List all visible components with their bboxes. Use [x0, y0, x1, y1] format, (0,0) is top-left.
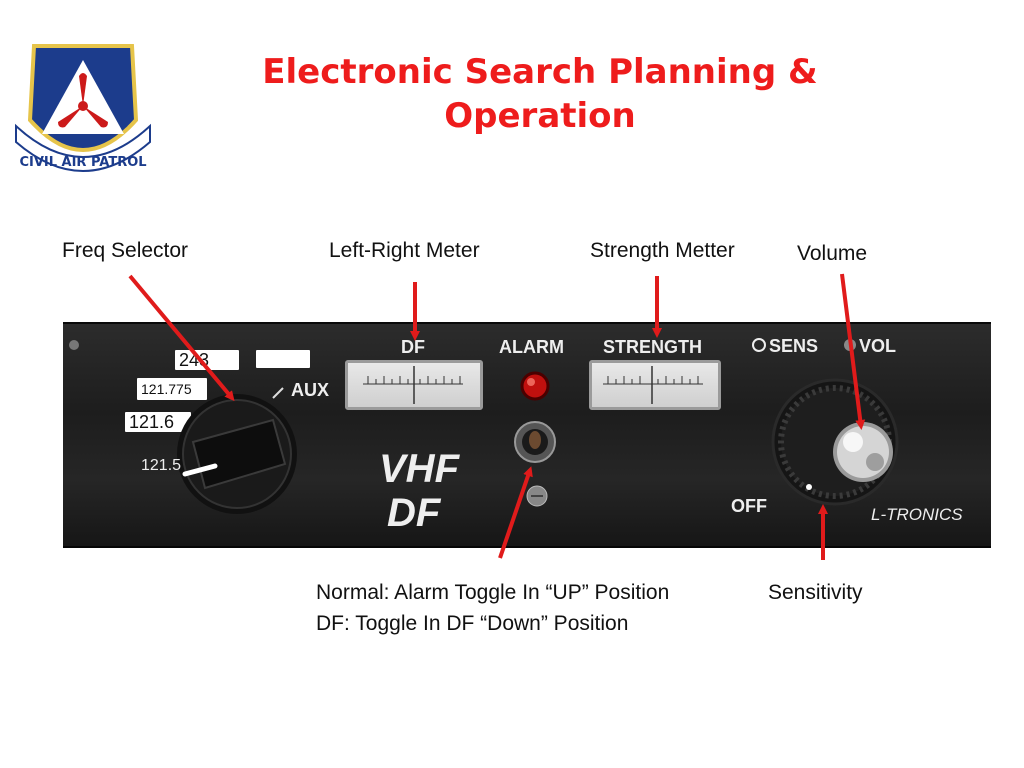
- aux-tick: [272, 387, 284, 399]
- vhf-df-panel: 243 121.775 121.6: [63, 322, 991, 548]
- df-meter-ticks: [363, 366, 463, 404]
- volume-label: Volume: [797, 242, 868, 265]
- strength-text: STRENGTH: [603, 337, 702, 357]
- alarm-df-toggle[interactable]: [514, 421, 556, 463]
- civil-air-patrol-logo: CIVIL AIR PATROL: [15, 44, 151, 172]
- vol-text: VOL: [859, 336, 896, 356]
- vol-dot-icon: [844, 339, 856, 351]
- aux-text: AUX: [291, 380, 329, 400]
- freq-selector-knob[interactable]: [177, 394, 297, 514]
- strength-meter-ticks: [603, 366, 703, 404]
- alarm-text: ALARM: [499, 337, 564, 357]
- sensitivity-label: Sensitivity: [768, 581, 863, 604]
- freq-121-6-tag: 121.6: [125, 412, 191, 432]
- logo-text: CIVIL AIR PATROL: [19, 155, 146, 170]
- brand-text: L-TRONICS: [871, 505, 963, 524]
- freq-121-5-text: 121.5: [141, 457, 181, 474]
- off-text: OFF: [731, 496, 767, 516]
- toggle-normal-label: Normal: Alarm Toggle In “UP” Position: [316, 581, 670, 604]
- df-text: DF: [401, 337, 425, 357]
- sens-text: SENS: [769, 336, 818, 356]
- alarm-led: [520, 371, 550, 401]
- sens-indicator-dot: [806, 484, 812, 490]
- toggle-df-label: DF: Toggle In DF “Down” Position: [316, 612, 629, 635]
- aux-blank-tag: [256, 350, 310, 368]
- freq-selector-label: Freq Selector: [62, 239, 189, 262]
- volume-knob[interactable]: [833, 422, 893, 482]
- left-right-meter-label: Left-Right Meter: [329, 239, 480, 262]
- sens-dot-icon: [752, 338, 766, 352]
- strength-meter: [589, 360, 721, 410]
- page-title: Electronic Search Planning &Operation: [262, 52, 818, 136]
- screw: [69, 340, 79, 350]
- vhf-text: VHF: [379, 447, 461, 491]
- panel-screw: [526, 485, 548, 507]
- strength-meter-label: Strength Metter: [590, 239, 735, 262]
- df-big-text: DF: [387, 491, 442, 535]
